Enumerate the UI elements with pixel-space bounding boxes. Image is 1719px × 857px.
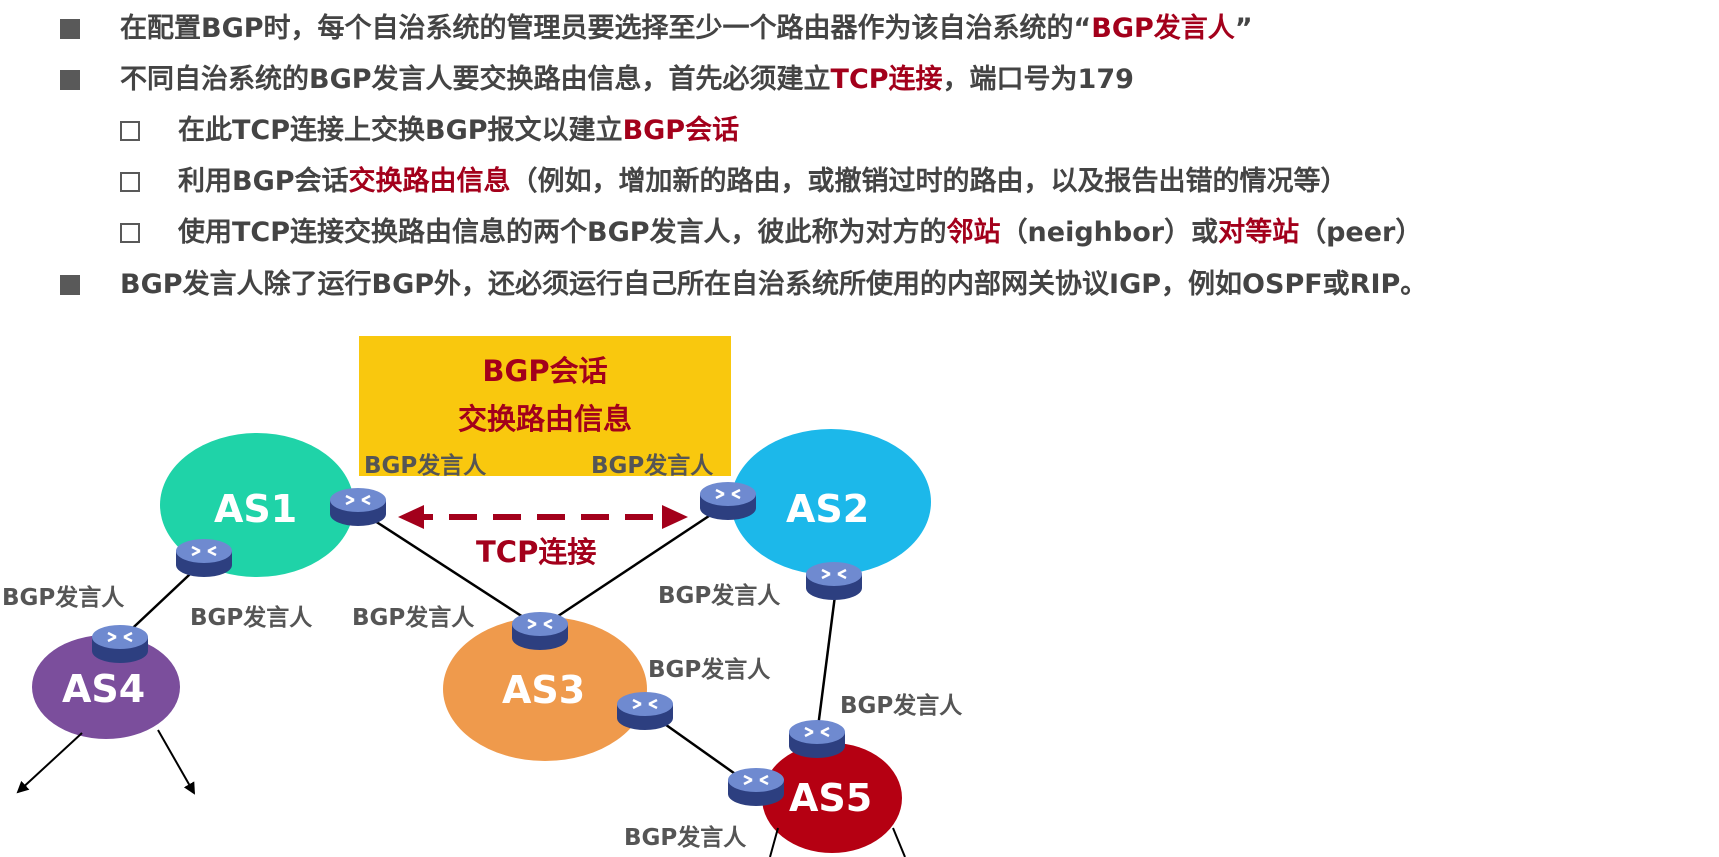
bullet-text: 不同自治系统的BGP发言人要交换路由信息，首先必须建立TCP连接，端口号为179 <box>120 63 1134 97</box>
speaker-label: BGP发言人 <box>624 825 747 851</box>
session-subtitle: 交换路由信息 <box>457 402 632 436</box>
arrow-right-icon <box>157 729 195 795</box>
open-square-icon <box>120 121 140 141</box>
as2-label: AS2 <box>786 487 870 531</box>
open-square-icon <box>120 172 140 192</box>
highlight-part: 交换路由信息 <box>348 166 511 197</box>
as1-label: AS1 <box>214 487 298 531</box>
link-as2-as3 <box>539 508 719 630</box>
text-part: （neighbor）或 <box>1000 217 1219 248</box>
router-icon <box>789 720 845 758</box>
bullet-text: BGP发言人除了运行BGP外，还必须运行自己所在自治系统所使用的内部网关协议IG… <box>120 268 1427 302</box>
bullet-text: 在配置BGP时，每个自治系统的管理员要选择至少一个路由器作为该自治系统的“BGP… <box>120 12 1253 46</box>
speaker-label: BGP发言人 <box>648 657 771 683</box>
router-icon <box>617 692 673 730</box>
router-icon <box>92 625 148 663</box>
speaker-label: BGP发言人 <box>364 453 487 479</box>
router-icon <box>700 482 756 520</box>
as2-ellipse <box>731 429 931 575</box>
highlight-part: 对等站 <box>1218 217 1300 248</box>
session-title: BGP会话 <box>482 354 608 388</box>
arrow-down-left-icon <box>769 827 779 857</box>
text-part: 利用BGP会话 <box>178 166 349 197</box>
router-icon <box>806 562 862 600</box>
tcp-arrow-right-icon <box>662 505 688 529</box>
arrow-down-right-icon <box>892 827 906 857</box>
bgp-session-box: BGP会话 交换路由信息 <box>359 336 731 476</box>
speaker-label: BGP发言人 <box>658 583 781 609</box>
bullet-text: 在此TCP连接上交换BGP报文以建立BGP会话 <box>178 114 739 148</box>
arrow-left-icon <box>16 732 83 794</box>
text-part: （peer） <box>1299 217 1423 248</box>
speaker-label: BGP发言人 <box>2 585 125 611</box>
speaker-label: BGP发言人 <box>591 453 714 479</box>
speaker-label: BGP发言人 <box>840 693 963 719</box>
bullet-square-icon <box>60 275 80 295</box>
text-part: ” <box>1234 13 1253 44</box>
as3-ellipse <box>443 617 647 761</box>
text-part: BGP发言人除了运行BGP外，还必须运行自己所在自治系统所使用的内部网关协议IG… <box>120 269 1428 300</box>
router-icon <box>512 612 568 650</box>
text-part: 在配置BGP时，每个自治系统的管理员要选择至少一个路由器作为该自治系统的“ <box>120 13 1092 44</box>
link-as2-as5 <box>815 579 839 736</box>
bullet-square-icon <box>60 19 80 39</box>
speaker-label: BGP发言人 <box>190 605 313 631</box>
speaker-label: BGP发言人 <box>352 605 475 631</box>
as3-label: AS3 <box>502 668 586 712</box>
tcp-arrow-left-icon <box>398 505 424 529</box>
as4-label: AS4 <box>62 667 146 711</box>
text-part: 在此TCP连接上交换BGP报文以建立 <box>178 115 623 146</box>
as4-ellipse <box>32 635 180 739</box>
as5-label: AS5 <box>789 776 873 820</box>
bullet-text: 利用BGP会话交换路由信息（例如，增加新的路由，或撤销过时的路由，以及报告出错的… <box>178 165 1348 199</box>
bullet-square-icon <box>60 70 80 90</box>
as5-ellipse <box>762 743 902 853</box>
highlight-part: BGP发言人 <box>1091 13 1235 44</box>
text-part: （例如，增加新的路由，或撤销过时的路由，以及报告出错的情况等） <box>510 166 1348 197</box>
bullet-text: 使用TCP连接交换路由信息的两个BGP发言人，彼此称为对方的邻站（neighbo… <box>178 216 1422 250</box>
router-icon <box>330 488 386 526</box>
tcp-connection-label: TCP连接 <box>476 535 597 569</box>
link-as1-as3 <box>357 508 541 630</box>
router-icon <box>176 539 232 577</box>
text-part: ，端口号为179 <box>942 64 1134 95</box>
router-icon <box>728 768 784 806</box>
text-part: 不同自治系统的BGP发言人要交换路由信息，首先必须建立 <box>120 64 831 95</box>
highlight-part: TCP连接 <box>830 64 943 95</box>
highlight-part: 邻站 <box>946 217 1001 248</box>
open-square-icon <box>120 223 140 243</box>
highlight-part: BGP会话 <box>622 115 740 146</box>
text-part: 使用TCP连接交换路由信息的两个BGP发言人，彼此称为对方的 <box>178 217 947 248</box>
